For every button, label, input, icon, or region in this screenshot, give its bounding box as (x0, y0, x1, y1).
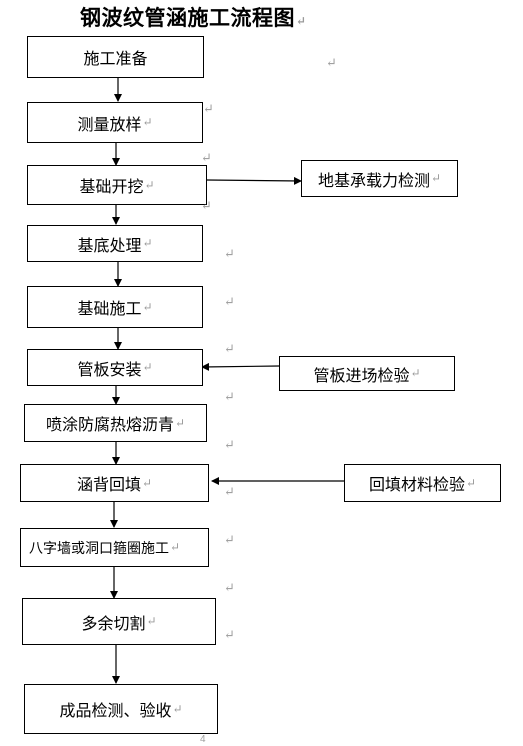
page-number: 4 (200, 734, 206, 745)
step-subgrade-treatment: 基底处理↵ (27, 225, 203, 262)
step-wingwall-hoop-construction: 八字墙或洞口箍圈施工↵ (20, 528, 209, 567)
check-bearing-capacity: 地基承载力检测↵ (301, 160, 458, 197)
paragraph-mark: ↵ (224, 294, 235, 309)
paragraph-mark: ↵ (203, 101, 214, 116)
paragraph-mark: ↵ (201, 198, 212, 213)
paragraph-mark: ↵ (224, 389, 235, 404)
paragraph-mark: ↵ (224, 341, 235, 356)
arrow-plates-check (201, 362, 280, 371)
page-title: 钢波纹管涵施工流程图↵ (80, 6, 307, 30)
paragraph-mark: ↵ (224, 484, 235, 499)
step-final-inspection-acceptance: 成品检测、验收↵ (24, 684, 218, 734)
check-plate-entry-inspection: 管板进场检验↵ (279, 356, 455, 391)
paragraph-mark: ↵ (224, 246, 235, 261)
step-foundation-construction: 基础施工↵ (27, 286, 203, 328)
step-survey-setting-out: 测量放样↵ (27, 102, 203, 143)
step-plate-installation: 管板安装↵ (27, 349, 203, 386)
paragraph-mark: ↵ (224, 437, 235, 452)
step-foundation-excavation: 基础开挖↵ (27, 165, 207, 205)
step-construction-prep: 施工准备 (27, 36, 204, 78)
arrow-foundation-check (206, 176, 302, 185)
paragraph-mark: ↵ (201, 150, 212, 165)
paragraph-mark: ↵ (224, 627, 235, 642)
step-excess-cutting: 多余切割↵ (22, 598, 216, 645)
step-culvert-backfill: 涵背回填↵ (20, 464, 209, 502)
paragraph-mark: ↵ (224, 532, 235, 547)
paragraph-mark: ↵ (224, 580, 235, 595)
check-backfill-material: 回填材料检验↵ (344, 464, 501, 502)
paragraph-mark: ↵ (326, 55, 337, 70)
step-anticorrosion-asphalt-coating: 喷涂防腐热熔沥青↵ (24, 404, 207, 442)
